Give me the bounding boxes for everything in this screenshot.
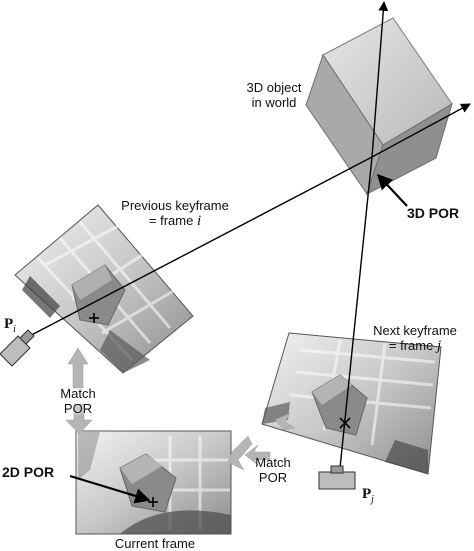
frame-i-var: i [196,213,202,229]
camera-j-label: Pj [362,486,374,506]
camera-j-sub: j [371,494,374,505]
next-keyframe-prefix: = frame [388,338,437,353]
por3d-label: 3D POR [407,205,460,221]
match-right-line2: POR [258,470,288,485]
camera-j [318,465,356,490]
previous-keyframe-image [14,204,194,374]
camera-i-label: Pi [4,316,16,336]
world-axes [371,1,471,158]
next-keyframe-image [261,332,442,475]
camera-i [0,329,35,367]
por2d-callout-arrow [69,474,151,504]
por3d-callout-arrow [376,173,408,207]
viewing-rays [19,156,373,469]
match-left-line2: POR [63,401,93,416]
camera-i-sub: i [13,324,16,335]
next-keyframe-label: Next keyframe = frame j [360,323,470,354]
camera-j-letter: P [362,486,372,502]
match-por-label-left: Match POR [42,386,114,416]
object-label: 3D object in world [238,80,310,110]
previous-keyframe-prefix: = frame [148,213,197,228]
object-label-line1: 3D object [246,80,302,95]
next-keyframe-line2: = frame j [360,338,470,354]
previous-keyframe-line2: = frame i [100,213,250,229]
camera-i-letter: P [4,316,14,332]
object-label-line2: in world [251,95,297,110]
next-keyframe-line1: Next keyframe [373,323,457,338]
frame-j-var: j [436,338,442,354]
match-por-arrows [65,347,296,471]
match-left-line1: Match [60,386,96,401]
current-frame-image [75,430,232,535]
current-frame-label: Current frame [114,536,196,551]
match-por-label-right: Match POR [240,455,306,485]
cube-3d-object [305,17,453,196]
por2d-label: 2D POR [2,464,55,480]
previous-keyframe-label: Previous keyframe = frame i [100,198,250,229]
match-right-line1: Match [255,455,291,470]
previous-keyframe-line1: Previous keyframe [121,198,229,213]
